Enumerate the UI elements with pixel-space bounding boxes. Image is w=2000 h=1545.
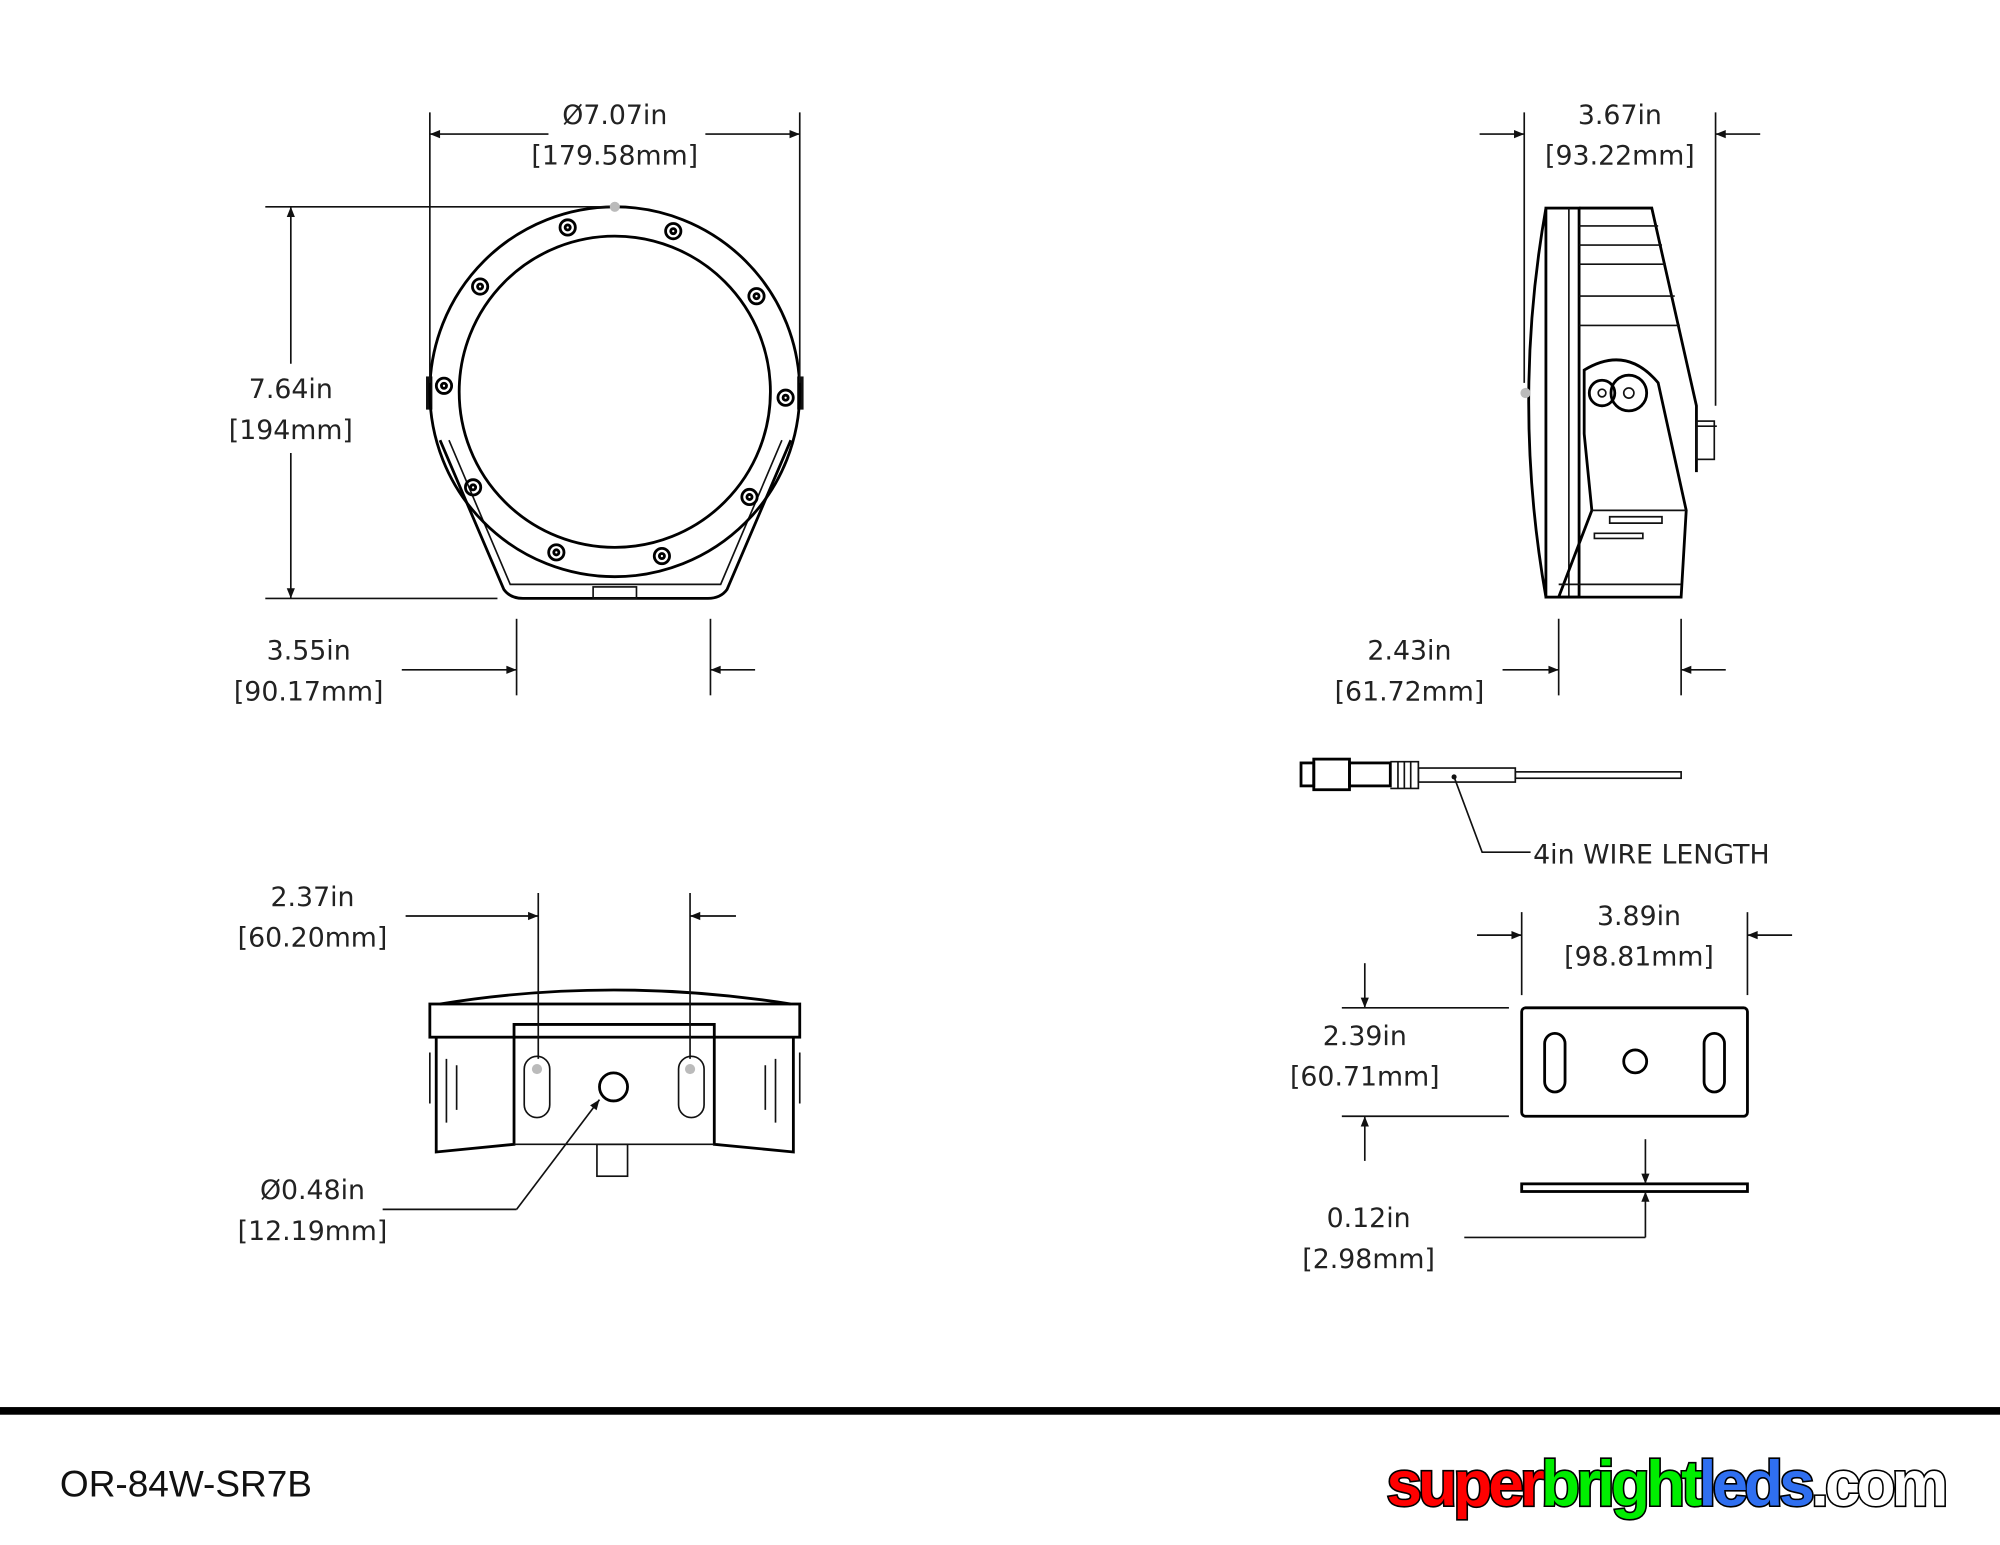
plate-width-mm: [98.81mm] xyxy=(1564,942,1714,973)
wire-connector: 4in WIRE LENGTH xyxy=(1299,757,1770,871)
diameter-mm: [179.58mm] xyxy=(531,141,698,172)
height-mm: [194mm] xyxy=(229,415,353,446)
bracket-width-inch: 3.55in xyxy=(267,636,351,667)
bracket-width-mm: [90.17mm] xyxy=(234,676,384,707)
mounting-plate xyxy=(1520,1006,1749,1193)
slot-spacing-inch: 2.37in xyxy=(271,882,355,913)
bolt-icon xyxy=(476,282,485,291)
bolt-icon xyxy=(469,483,478,492)
plate-thickness-mm: [2.98mm] xyxy=(1302,1244,1435,1275)
plate-thickness-inch: 0.12in xyxy=(1327,1203,1411,1234)
plate-width-inch: 3.89in xyxy=(1597,901,1681,932)
height-inch: 7.64in xyxy=(249,374,333,405)
bolt-icon xyxy=(552,548,561,557)
bolt-icon xyxy=(657,552,666,561)
bolt-icon xyxy=(558,218,577,237)
bracket-depth-inch: 2.43in xyxy=(1367,636,1451,667)
plate-height-inch: 2.39in xyxy=(1323,1021,1407,1052)
dimension-plate-thickness: 0.12in [2.98mm] xyxy=(1302,1139,1650,1275)
side-view xyxy=(1520,206,1717,599)
depth-inch: 3.67in xyxy=(1578,100,1662,131)
bolt-icon xyxy=(471,277,490,296)
mount-hole xyxy=(598,1071,629,1103)
bracket-depth-mm: [61.72mm] xyxy=(1335,676,1485,707)
dimension-hole-diameter: Ø0.48in [12.19mm] xyxy=(238,1099,601,1247)
dimension-bracket-depth: 2.43in [61.72mm] xyxy=(1335,618,1726,707)
plate-height-mm: [60.71mm] xyxy=(1290,1062,1440,1093)
bracket-outline xyxy=(438,439,793,600)
wire-length-label: 4in WIRE LENGTH xyxy=(1533,840,1769,871)
mount-bracket xyxy=(1556,358,1688,599)
diameter-inch: Ø7.07in xyxy=(562,100,667,131)
slot-spacing-mm: [60.20mm] xyxy=(238,923,388,954)
part-number: OR-84W-SR7B xyxy=(60,1463,312,1504)
lens xyxy=(457,234,772,549)
hole-diameter-mm: [12.19mm] xyxy=(238,1216,388,1247)
hole-diameter-inch: Ø0.48in xyxy=(260,1175,365,1206)
bolt-icon xyxy=(434,376,454,395)
bolt-icon xyxy=(464,478,483,497)
bezel-outer xyxy=(428,205,802,579)
dimension-diameter: Ø7.07in [179.58mm] xyxy=(429,100,801,383)
dimension-depth: 3.67in [93.22mm] xyxy=(1479,100,1761,406)
bolt-icon xyxy=(745,493,754,501)
dimension-slot-spacing: 2.37in [60.20mm] xyxy=(238,882,736,1059)
dimension-plate-height: 2.39in [60.71mm] xyxy=(1290,963,1509,1161)
dimension-plate-width: 3.89in [98.81mm] xyxy=(1477,901,1793,996)
bolt-icon xyxy=(652,547,671,566)
bottom-view xyxy=(428,988,802,1178)
bezel-bolts xyxy=(434,218,795,566)
bolt-icon xyxy=(740,487,759,507)
dimension-bracket-width: 3.55in [90.17mm] xyxy=(234,618,756,707)
bolt-icon xyxy=(440,381,448,390)
bolt-icon xyxy=(664,222,683,241)
footer-divider xyxy=(0,1407,2000,1415)
bolt-icon xyxy=(781,393,790,402)
depth-mm: [93.22mm] xyxy=(1545,141,1695,172)
bolt-icon xyxy=(669,227,678,236)
dimension-height: 7.64in [194mm] xyxy=(229,205,610,600)
front-view xyxy=(426,201,804,600)
bolt-icon xyxy=(752,292,761,301)
bolt-icon xyxy=(747,287,766,306)
bolt-icon xyxy=(776,388,795,407)
bolt-icon xyxy=(547,543,566,562)
brand-logo: superbrightleds.com xyxy=(1386,1447,1944,1519)
bolt-icon xyxy=(563,223,572,232)
